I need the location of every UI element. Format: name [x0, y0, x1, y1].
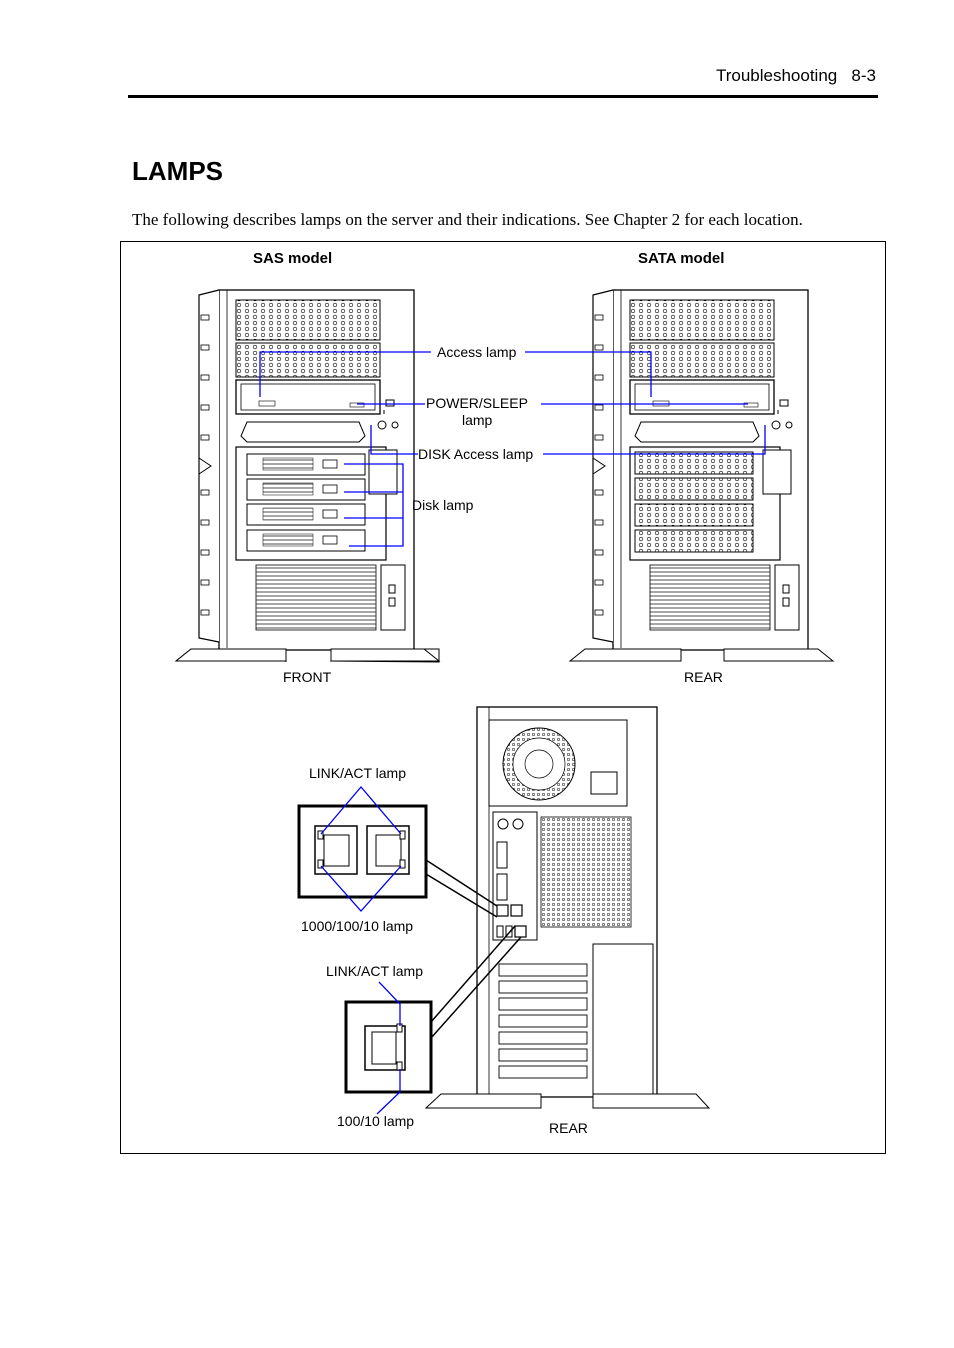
link-act-lamp-label-1: LINK/ACT lamp [309, 765, 406, 781]
intro-paragraph: The following describes lamps on the ser… [132, 210, 803, 229]
rear-label-bottom: REAR [549, 1120, 588, 1136]
disk-lamp-label: Disk lamp [412, 497, 474, 513]
section-title: LAMPS [132, 156, 223, 186]
header-rule [128, 95, 878, 98]
sas-model-label: SAS model [253, 250, 332, 267]
page-header: Troubleshooting 8-3 [716, 66, 876, 86]
lan-1000-callouts [320, 785, 402, 912]
speed-lamp-100-label: 100/10 lamp [337, 1113, 414, 1129]
disk-access-lamp-label: DISK Access lamp [418, 446, 533, 462]
header-section: Troubleshooting [715, 66, 838, 85]
front-callout-lines [259, 351, 766, 547]
lan-1000-zoom [297, 804, 498, 918]
power-sleep-lamp-label-line2: lamp [462, 412, 493, 428]
rear-label-top: REAR [684, 669, 723, 685]
front-label: FRONT [283, 669, 332, 685]
sata-tower-front [592, 289, 809, 651]
access-lamp-label: Access lamp [437, 344, 517, 360]
sas-tower-front [198, 289, 415, 651]
lan-100-zoom [344, 925, 522, 1094]
rear-tower [476, 706, 658, 1098]
sata-model-label: SATA model [638, 250, 724, 267]
power-sleep-lamp-label-line1: POWER/SLEEP [426, 395, 528, 411]
header-page-number: 8-3 [851, 66, 876, 85]
lan-100-callouts [376, 981, 401, 1115]
link-act-lamp-label-2: LINK/ACT lamp [326, 963, 423, 979]
speed-lamp-1000-label: 1000/100/10 lamp [301, 918, 413, 934]
figure-drawing: SAS model SATA model [174, 250, 835, 1136]
lamps-figure: SAS model SATA model [120, 241, 886, 1154]
